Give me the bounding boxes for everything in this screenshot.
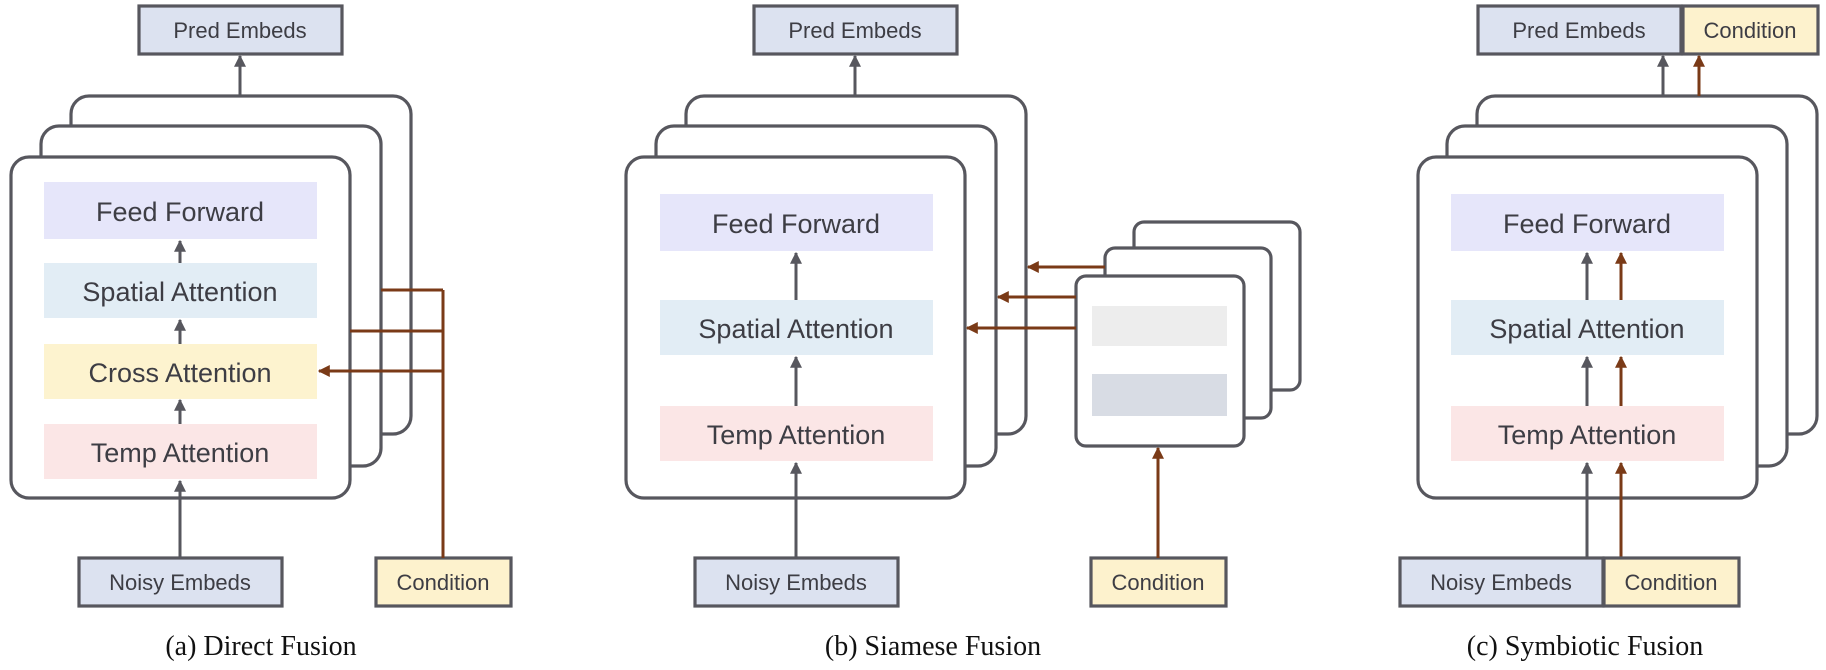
- feed-forward-label: Feed Forward: [1503, 209, 1671, 239]
- spatial-attention-label: Spatial Attention: [698, 314, 893, 344]
- pred-embeds-box: [752, 4, 959, 56]
- spatial-attention-label: Spatial Attention: [82, 277, 277, 307]
- panel-symbiotic-fusion: Pred Embeds Condition Feed Forward Spati…: [1398, 4, 1820, 662]
- pred-embeds-label: Pred Embeds: [1512, 18, 1645, 43]
- feed-forward-label: Feed Forward: [712, 209, 880, 239]
- spatial-attention-block: [660, 300, 933, 355]
- temp-attention-block: [44, 424, 317, 479]
- condition-bottom-label: Condition: [1625, 570, 1718, 595]
- caption-symbiotic-fusion: (c) Symbiotic Fusion: [1467, 631, 1703, 662]
- condition-bottom-box: [1602, 556, 1741, 608]
- condition-branch-frame-front: [1074, 274, 1246, 448]
- feed-forward-block: [1451, 194, 1724, 251]
- caption-direct-fusion: (a) Direct Fusion: [165, 631, 356, 662]
- temp-attention-label: Temp Attention: [1498, 420, 1677, 450]
- condition-top-label: Condition: [1704, 18, 1797, 43]
- condition-box: [1089, 556, 1228, 608]
- noisy-embeds-box: [1398, 556, 1605, 608]
- temp-attention-block: [660, 406, 933, 461]
- pred-embeds-label: Pred Embeds: [173, 18, 306, 43]
- panel-direct-fusion: Pred Embeds Feed Forward Spatial Attenti…: [9, 4, 513, 662]
- feed-forward-block: [660, 194, 933, 251]
- noisy-embeds-label: Noisy Embeds: [725, 570, 867, 595]
- spatial-attention-block: [1451, 300, 1724, 355]
- feed-forward-label: Feed Forward: [96, 197, 264, 227]
- cross-attention-block: [44, 344, 317, 399]
- pred-embeds-box: [1476, 4, 1683, 56]
- caption-siamese-fusion: (b) Siamese Fusion: [825, 631, 1041, 662]
- condition-label: Condition: [397, 570, 490, 595]
- pred-embeds-box: [137, 4, 344, 56]
- temp-attention-label: Temp Attention: [91, 438, 270, 468]
- feed-forward-block: [44, 182, 317, 239]
- noisy-embeds-label: Noisy Embeds: [1430, 570, 1572, 595]
- condition-box: [374, 556, 513, 608]
- panel-siamese-fusion: Pred Embeds Feed Forward Spatial Attenti…: [624, 4, 1302, 662]
- noisy-embeds-box: [693, 556, 900, 608]
- spatial-attention-block: [44, 263, 317, 318]
- condition-label: Condition: [1112, 570, 1205, 595]
- noisy-embeds-box: [77, 556, 284, 608]
- condition-branch-placeholder-light: [1092, 306, 1227, 346]
- pred-embeds-label: Pred Embeds: [788, 18, 921, 43]
- condition-branch-placeholder-dark: [1092, 374, 1227, 416]
- cross-attention-label: Cross Attention: [88, 358, 271, 388]
- noisy-embeds-label: Noisy Embeds: [109, 570, 251, 595]
- condition-top-box: [1681, 4, 1820, 56]
- spatial-attention-label: Spatial Attention: [1489, 314, 1684, 344]
- temp-attention-label: Temp Attention: [707, 420, 886, 450]
- temp-attention-block: [1451, 406, 1724, 461]
